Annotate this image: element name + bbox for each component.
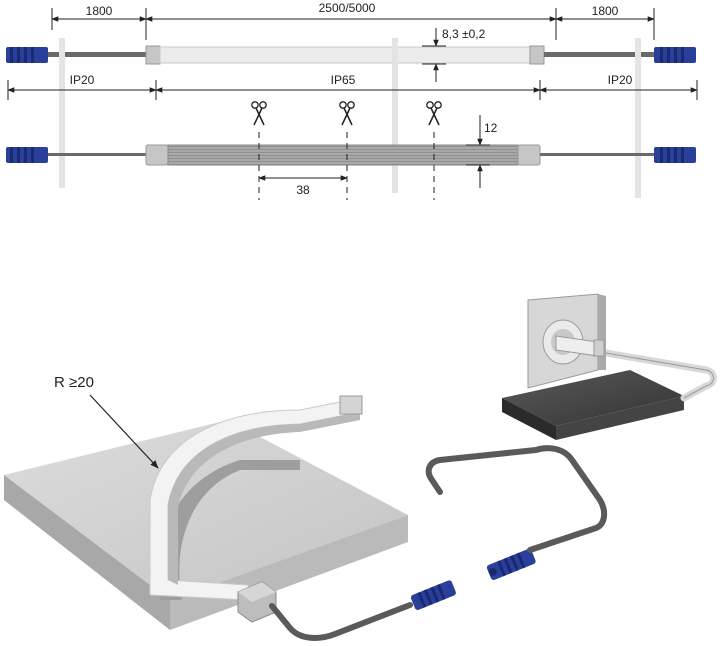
strip-side-view <box>6 144 696 166</box>
mounting-plate <box>4 420 408 630</box>
dim-cut-pitch: 38 <box>296 183 310 197</box>
plate-groove <box>157 460 300 600</box>
bend-radius-label: R ≥20 <box>54 374 94 391</box>
scissors-icon <box>251 101 267 126</box>
zone-marker-right <box>635 38 641 198</box>
connector-right-top <box>654 47 696 63</box>
zone-right-label: IP20 <box>608 73 633 87</box>
connector-left-side <box>6 147 48 163</box>
lead-cable-left-side <box>48 153 146 156</box>
zone-left-label: IP20 <box>70 73 95 87</box>
zone-middle-label: IP65 <box>331 73 356 87</box>
dim-width: 12 <box>484 121 498 135</box>
bent-led-strip <box>149 395 363 601</box>
power-supply-unit <box>502 370 684 440</box>
connector-male <box>410 580 456 610</box>
zone-marker-middle <box>392 38 398 193</box>
strip-body-side <box>167 144 519 166</box>
connector-right-side <box>654 147 696 163</box>
end-cap-block <box>237 581 277 623</box>
dim-thickness-marker <box>422 28 446 82</box>
end-cap-left-top <box>145 45 161 65</box>
supply-cable <box>425 445 608 553</box>
dim-strip-length: 2500/5000 <box>319 1 376 15</box>
dim-lead-right: 1800 <box>592 4 619 18</box>
cut-lines <box>258 132 435 200</box>
lead-cable-right-side <box>540 153 654 156</box>
output-cable <box>269 602 413 641</box>
bend-illustration: R ≥20 <box>4 293 717 641</box>
lead-cable-right-top <box>544 52 654 57</box>
end-cap-left-side <box>145 144 169 166</box>
connector-left-top <box>6 47 48 63</box>
scissors-icon <box>339 101 355 126</box>
connector-female <box>486 548 536 580</box>
strip-top-view <box>6 45 696 65</box>
end-cap-right-top <box>529 45 545 65</box>
strip-body-top <box>159 46 531 64</box>
mains-plug <box>555 335 605 357</box>
radius-leader <box>89 394 159 469</box>
end-cap-right-side <box>517 144 541 166</box>
scissors-icon <box>426 101 442 126</box>
lead-cable-left-top <box>48 52 146 57</box>
dim-lead-left: 1800 <box>86 4 113 18</box>
zone-marker-left <box>59 38 65 188</box>
dim-width-marker <box>466 115 490 188</box>
dim-thickness: 8,3 ±0,2 <box>442 27 486 41</box>
